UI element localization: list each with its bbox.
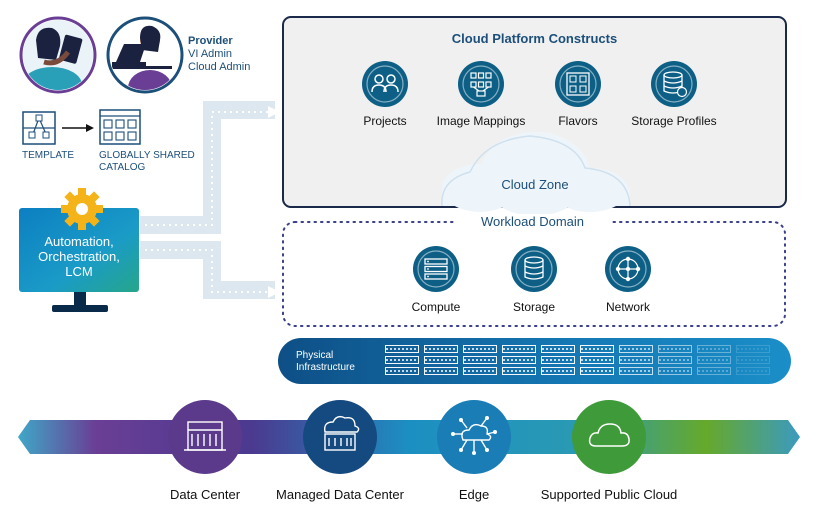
compute-label: Compute — [411, 300, 461, 314]
rack-module — [580, 356, 614, 364]
rack-module — [541, 356, 575, 364]
automation-monitor — [19, 208, 139, 312]
catalog-icon — [99, 109, 141, 145]
managed-data-center-icon — [303, 400, 377, 474]
cloud-platform-title: Cloud Platform Constructs — [451, 31, 618, 46]
data-center-label: Data Center — [169, 487, 241, 502]
edge-icon — [437, 400, 511, 474]
storage-profile-icon — [651, 61, 697, 107]
edge-label: Edge — [458, 487, 490, 502]
rack-module — [463, 345, 497, 353]
server-icon — [413, 246, 459, 292]
rack-module — [658, 345, 692, 353]
rack-module — [619, 356, 653, 364]
data-center-icon — [168, 400, 242, 474]
network-icon — [605, 246, 651, 292]
catalog-label: GLOBALLY SHARED — [99, 150, 195, 161]
automation-text: Automation, Orchestration, LCM — [19, 234, 139, 279]
rack-module — [385, 356, 419, 364]
cloud-zone-shape — [441, 132, 631, 216]
network-label: Network — [605, 300, 650, 314]
physical-infrastructure-label: Physical Infrastructure — [296, 350, 355, 374]
rack-module — [502, 367, 536, 375]
provider-title: Provider — [188, 35, 233, 47]
projects-icon — [362, 61, 408, 107]
catalog-label-line-2: CATALOG — [99, 162, 146, 173]
automation-line-1: Automation, — [44, 234, 114, 249]
rack-module — [697, 367, 731, 375]
arrow-icon — [62, 124, 94, 132]
rack-module — [385, 345, 419, 353]
rack-module — [502, 345, 536, 353]
supported-public-cloud-label: Supported Public Cloud — [540, 487, 678, 502]
physical-line-2: Infrastructure — [296, 362, 355, 373]
image-mapping-icon — [458, 61, 504, 107]
provider-role-vi-admin: VI Admin — [188, 48, 233, 60]
rack-module — [580, 367, 614, 375]
storage-label: Storage — [512, 300, 556, 314]
cloud-zone-label: Cloud Zone — [501, 177, 569, 192]
rack-module — [736, 356, 770, 364]
flow-path-upper — [140, 101, 280, 234]
user-avatar-tablet — [19, 16, 97, 94]
gear-icon — [61, 188, 103, 230]
rack-module — [619, 367, 653, 375]
rack-module — [502, 356, 536, 364]
rack-module — [658, 367, 692, 375]
rack-module — [424, 356, 458, 364]
flavors-label: Flavors — [558, 114, 598, 128]
rack-module — [463, 356, 497, 364]
provider-role-cloud-admin: Cloud Admin — [188, 61, 251, 73]
rack-module — [736, 345, 770, 353]
user-avatar-laptop — [106, 16, 184, 94]
rack-module — [658, 356, 692, 364]
template-icon — [22, 111, 56, 145]
physical-line-1: Physical — [296, 350, 334, 361]
workload-domain-title: Workload Domain — [455, 214, 610, 229]
automation-line-3: LCM — [65, 264, 93, 279]
template-label: TEMPLATE — [22, 150, 75, 161]
rack-module — [541, 345, 575, 353]
rack-module — [463, 367, 497, 375]
storage-profiles-label: Storage Profiles — [631, 114, 717, 128]
flow-path-lower — [140, 241, 280, 299]
automation-line-2: Orchestration, — [38, 249, 120, 264]
location-band — [18, 420, 800, 454]
image-mappings-label: Image Mappings — [436, 114, 526, 128]
rack-module — [541, 367, 575, 375]
rack-module — [736, 367, 770, 375]
rack-module — [697, 345, 731, 353]
database-icon — [511, 246, 557, 292]
projects-label: Projects — [363, 114, 407, 128]
rack-module — [424, 367, 458, 375]
server-rack-grid — [385, 345, 777, 377]
rack-module — [424, 345, 458, 353]
rack-module — [580, 345, 614, 353]
flavors-icon — [555, 61, 601, 107]
public-cloud-icon — [572, 400, 646, 474]
managed-data-center-label: Managed Data Center — [276, 487, 404, 502]
rack-module — [697, 356, 731, 364]
rack-module — [619, 345, 653, 353]
rack-module — [385, 367, 419, 375]
